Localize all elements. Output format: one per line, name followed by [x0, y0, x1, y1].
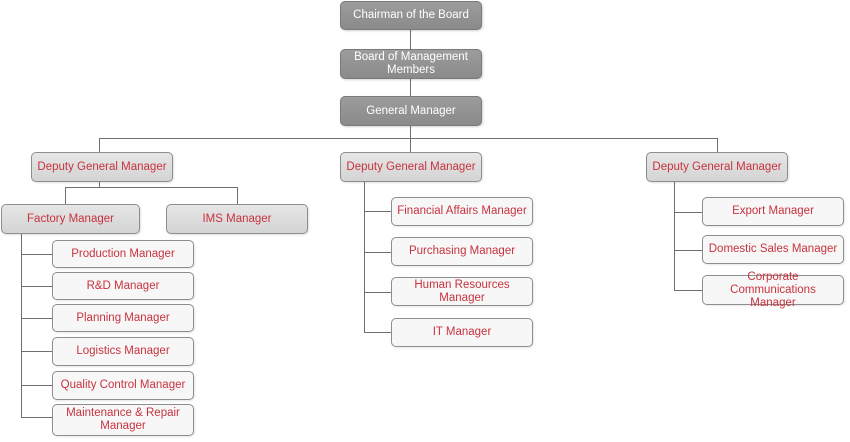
connector-deputy-left-down [99, 182, 100, 188]
factory-report-planning: Planning Manager [52, 304, 194, 332]
factory-report-rnd: R&D Manager [52, 272, 194, 300]
board-members-box: Board of Management Members [340, 49, 482, 79]
connector-center-spine [364, 182, 365, 333]
right-report-corporate-communications: Corporate Communications Manager [702, 271, 844, 309]
connector-right-branch-1 [674, 212, 702, 213]
connector-factory-branch-4 [21, 351, 52, 352]
connector-factory-spine [21, 233, 22, 417]
connector-to-factory [65, 187, 66, 204]
chairman-box: Chairman of the Board [340, 1, 482, 30]
factory-manager-box: Factory Manager [1, 204, 140, 234]
connector-bus-deputy-left [99, 138, 100, 152]
general-manager-box: General Manager [340, 96, 482, 126]
connector-right-branch-2 [674, 250, 702, 251]
center-report-it: IT Manager [391, 318, 533, 347]
connector-to-ims [237, 187, 238, 204]
deputy-left-box: Deputy General Manager [31, 152, 173, 182]
deputy-right-box: Deputy General Manager [646, 152, 788, 182]
factory-report-maintenance: Maintenance & Repair Manager [52, 404, 194, 436]
connector-center-branch-3 [364, 292, 391, 293]
connector-chairman-board [410, 29, 411, 49]
connector-factory-branch-3 [21, 318, 52, 319]
connector-bus-deputy-center [410, 138, 411, 152]
connector-right-branch-3 [674, 290, 702, 291]
factory-report-quality-control: Quality Control Manager [52, 371, 194, 400]
ims-manager-box: IMS Manager [166, 204, 308, 234]
factory-report-production: Production Manager [52, 240, 194, 268]
connector-deputy-bus [99, 138, 717, 139]
center-report-purchasing: Purchasing Manager [391, 237, 533, 266]
connector-factory-branch-5 [21, 385, 52, 386]
right-report-domestic-sales: Domestic Sales Manager [702, 235, 844, 264]
right-report-export: Export Manager [702, 197, 844, 226]
connector-board-gm [410, 78, 411, 96]
connector-factory-branch-6 [21, 417, 52, 418]
connector-left-sub-bus [65, 187, 238, 188]
connector-center-branch-2 [364, 252, 391, 253]
deputy-center-box: Deputy General Manager [340, 152, 482, 182]
connector-factory-branch-2 [21, 286, 52, 287]
connector-right-spine [674, 182, 675, 290]
connector-gm-bus [410, 126, 411, 138]
factory-report-logistics: Logistics Manager [52, 337, 194, 366]
connector-bus-deputy-right [717, 138, 718, 152]
connector-center-branch-1 [364, 211, 391, 212]
center-report-financial: Financial Affairs Manager [391, 197, 533, 226]
connector-center-branch-4 [364, 332, 391, 333]
connector-factory-branch-1 [21, 254, 52, 255]
center-report-hr: Human Resources Manager [391, 277, 533, 306]
